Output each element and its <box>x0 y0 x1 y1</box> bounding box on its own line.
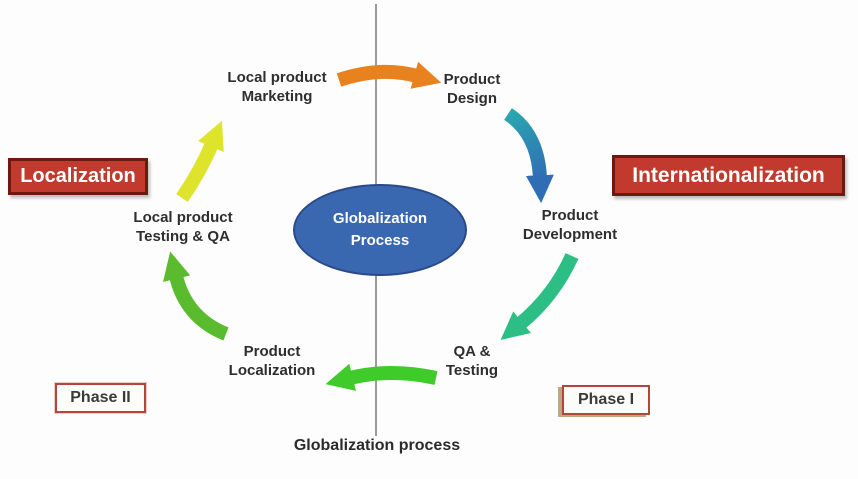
arrow-marketing-to-design-icon <box>336 61 442 89</box>
arrow-testing-to-marketing-icon <box>176 120 224 202</box>
node-local-product-marketing: Local product Marketing <box>227 69 327 105</box>
arrow-localization-to-testing-icon <box>163 251 229 341</box>
node-local-product-testing-qa: Local product Testing & QA <box>133 209 233 245</box>
localization-box-label: Localization <box>20 165 136 187</box>
bottom-caption: Globalization process <box>293 437 461 454</box>
arrow-qa-to-localization-icon <box>325 363 438 391</box>
internationalization-box-label: Internationalization <box>632 163 825 187</box>
arrow-development-to-qa-icon <box>500 253 579 341</box>
phase-1-label: Phase I <box>577 391 635 408</box>
center-label: Globalization Process <box>332 210 428 249</box>
phase-2-box: Phase II <box>55 383 146 413</box>
phase-1-box: Phase I <box>562 385 650 415</box>
center-ellipse: Globalization Process <box>293 184 467 276</box>
node-product-development: Product Development <box>522 207 618 243</box>
node-product-localization: Product Localization <box>228 343 316 379</box>
localization-box: Localization <box>8 158 148 195</box>
node-qa-testing: QA & Testing <box>445 343 499 379</box>
node-product-design: Product Design <box>443 71 501 107</box>
arrow-design-to-development-icon <box>503 108 554 204</box>
internationalization-box: Internationalization <box>612 155 845 196</box>
phase-2-label: Phase II <box>70 389 131 406</box>
